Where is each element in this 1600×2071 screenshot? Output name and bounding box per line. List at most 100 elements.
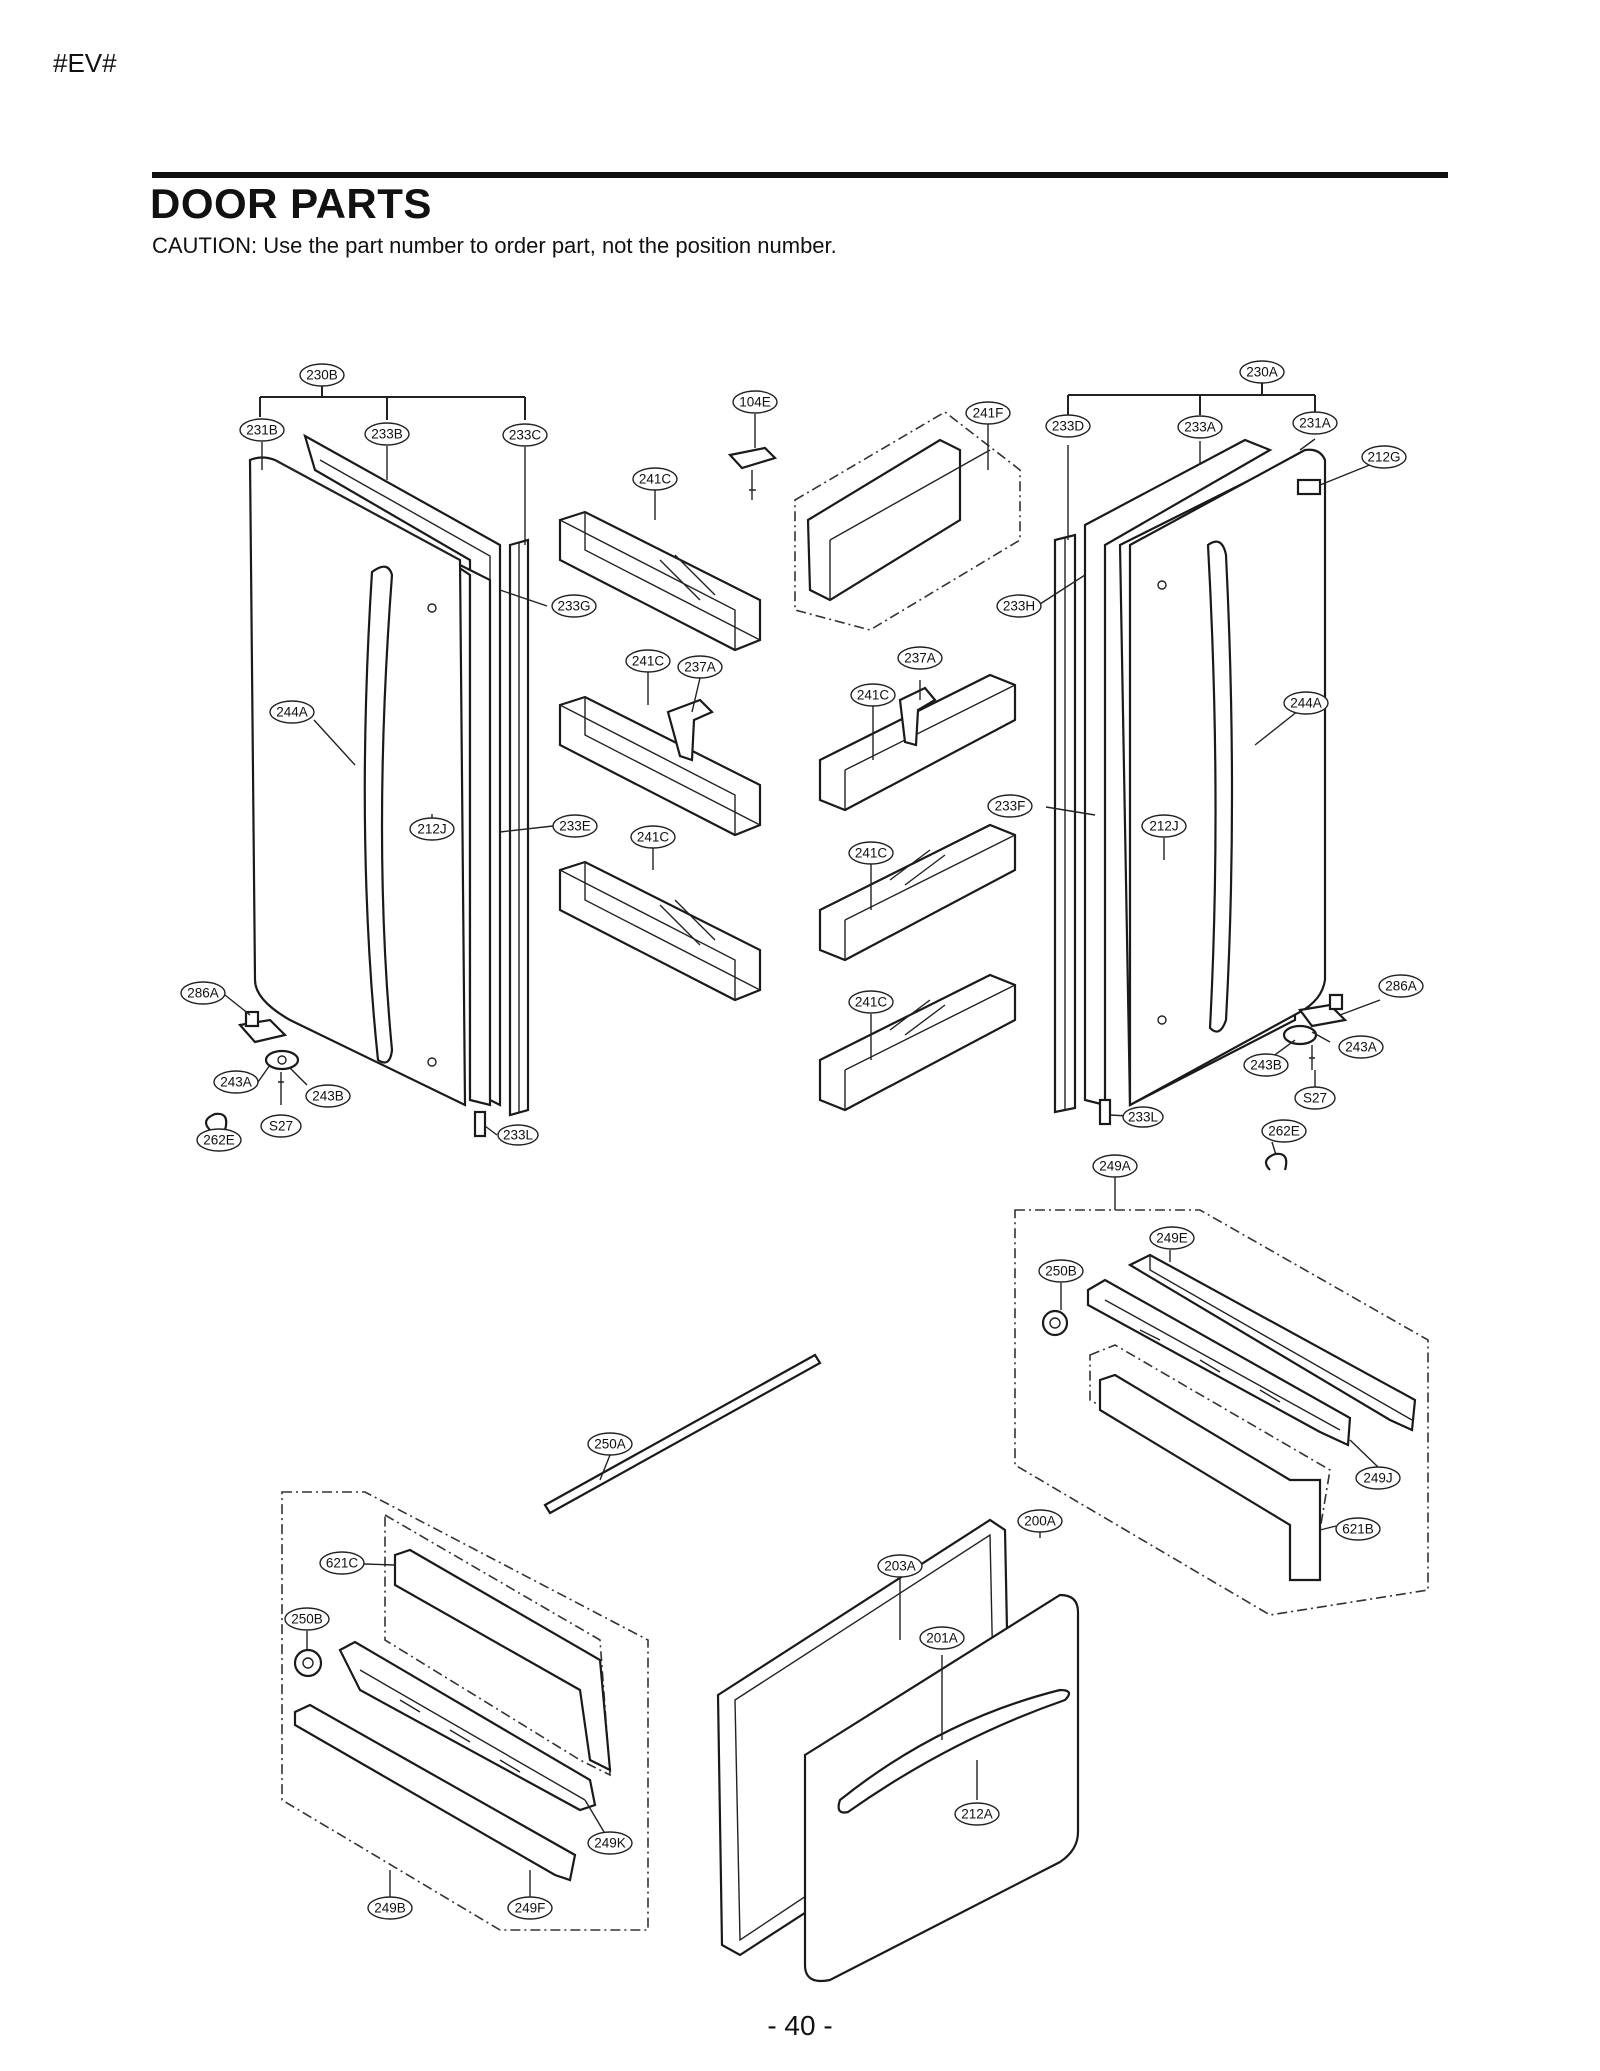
callout-231A: 231A <box>1292 411 1338 435</box>
callout-231B: 231B <box>239 418 285 442</box>
svg-text:S27: S27 <box>1303 1091 1327 1106</box>
callout-233L-1: 233L <box>497 1124 539 1146</box>
svg-text:249J: 249J <box>1363 1471 1392 1486</box>
callout-241C-6: 241C <box>848 990 894 1014</box>
callout-212A: 212A <box>954 1802 1000 1826</box>
callout-241F: 241F <box>965 401 1011 425</box>
svg-text:200A: 200A <box>1024 1514 1056 1529</box>
svg-text:241F: 241F <box>973 406 1004 421</box>
callout-212G: 212G <box>1361 445 1407 469</box>
caution-note: CAUTION: Use the part number to order pa… <box>152 233 837 258</box>
callout-200A: 200A <box>1017 1509 1063 1533</box>
svg-text:233E: 233E <box>559 819 591 834</box>
svg-text:249B: 249B <box>374 1901 406 1916</box>
svg-text:249E: 249E <box>1156 1231 1188 1246</box>
svg-text:243B: 243B <box>1250 1058 1282 1073</box>
svg-text:201A: 201A <box>926 1631 958 1646</box>
callout-249A: 249A <box>1092 1154 1138 1178</box>
svg-text:231A: 231A <box>1299 416 1331 431</box>
callout-237A-1: 237A <box>677 655 723 679</box>
callout-286A-2: 286A <box>1378 974 1424 998</box>
callout-241C-3: 241C <box>630 825 676 849</box>
callout-249F: 249F <box>507 1896 553 1920</box>
bar-250A <box>543 1353 822 1515</box>
page-tag: #EV# <box>53 48 117 78</box>
svg-text:233G: 233G <box>557 599 590 614</box>
svg-text:262E: 262E <box>1268 1124 1300 1139</box>
svg-text:237A: 237A <box>904 651 936 666</box>
callout-243A-2: 243A <box>1338 1035 1384 1059</box>
svg-text:237A: 237A <box>684 660 716 675</box>
title-rule <box>152 172 1448 178</box>
page-title: DOOR PARTS <box>150 180 432 227</box>
callout-230A: 230A <box>1239 360 1285 384</box>
callout-212J-2: 212J <box>1141 814 1187 838</box>
right-rail-assembly <box>1014 1209 1429 1616</box>
svg-text:244A: 244A <box>1290 696 1322 711</box>
callout-244A-1: 244A <box>269 700 315 724</box>
callout-286A-1: 286A <box>180 981 226 1005</box>
callout-241C-1: 241C <box>632 467 678 491</box>
callout-241C-4: 241C <box>850 683 896 707</box>
svg-text:104E: 104E <box>739 395 771 410</box>
callout-233F: 233F <box>987 794 1033 818</box>
page-number: - 40 - <box>767 2010 833 2041</box>
callout-237A-2: 237A <box>897 646 943 670</box>
callout-241C-5: 241C <box>848 841 894 865</box>
svg-text:250A: 250A <box>594 1437 626 1452</box>
right-door-assembly <box>1053 383 1348 1171</box>
callout-233B: 233B <box>364 422 410 446</box>
callout-249K: 249K <box>587 1831 633 1855</box>
svg-text:243B: 243B <box>312 1089 344 1104</box>
left-rail-assembly <box>281 1491 649 1931</box>
svg-text:621B: 621B <box>1342 1522 1374 1537</box>
svg-text:230B: 230B <box>306 368 338 383</box>
callout-233C: 233C <box>502 423 548 447</box>
callout-212J-1: 212J <box>409 817 455 841</box>
svg-text:212G: 212G <box>1367 450 1400 465</box>
svg-text:249F: 249F <box>515 1901 546 1916</box>
svg-text:233L: 233L <box>1128 1110 1159 1125</box>
svg-text:241C: 241C <box>855 846 888 861</box>
svg-text:249A: 249A <box>1099 1159 1131 1174</box>
right-door-bins <box>794 411 1021 1112</box>
svg-text:243A: 243A <box>220 1075 252 1090</box>
callout-262E-2: 262E <box>1261 1119 1307 1143</box>
callout-233G: 233G <box>551 594 597 618</box>
svg-text:241C: 241C <box>637 830 670 845</box>
svg-text:233A: 233A <box>1184 420 1216 435</box>
callout-249E: 249E <box>1149 1226 1195 1250</box>
callout-201A: 201A <box>919 1626 965 1650</box>
callout-249J: 249J <box>1355 1466 1401 1490</box>
callout-233L-2: 233L <box>1122 1106 1164 1128</box>
callout-621B: 621B <box>1335 1517 1381 1541</box>
svg-text:250B: 250B <box>291 1612 323 1627</box>
left-door-bins <box>558 446 778 1002</box>
callout-233E: 233E <box>552 814 598 838</box>
svg-text:233F: 233F <box>995 799 1026 814</box>
callout-S27-2: S27 <box>1294 1086 1336 1110</box>
svg-text:241C: 241C <box>639 472 672 487</box>
svg-text:241C: 241C <box>857 688 890 703</box>
svg-text:203A: 203A <box>884 1559 916 1574</box>
svg-text:233B: 233B <box>371 427 403 442</box>
callout-203A: 203A <box>877 1554 923 1578</box>
callout-249B: 249B <box>367 1896 413 1920</box>
svg-text:233H: 233H <box>1003 599 1035 614</box>
svg-text:621C: 621C <box>326 1556 359 1571</box>
leader-lines <box>224 414 1383 1898</box>
svg-text:S27: S27 <box>269 1119 293 1134</box>
freezer-drawer <box>716 1518 1080 1983</box>
callout-243B-2: 243B <box>1243 1053 1289 1077</box>
svg-text:286A: 286A <box>187 986 219 1001</box>
callout-230B: 230B <box>299 363 345 387</box>
svg-text:241C: 241C <box>855 995 888 1010</box>
left-door-assembly <box>204 385 530 1138</box>
svg-text:233L: 233L <box>503 1128 534 1143</box>
svg-text:241C: 241C <box>632 654 665 669</box>
callout-104E: 104E <box>732 390 778 414</box>
svg-text:212J: 212J <box>417 822 446 837</box>
callout-621C: 621C <box>319 1551 365 1575</box>
svg-text:212J: 212J <box>1149 819 1178 834</box>
